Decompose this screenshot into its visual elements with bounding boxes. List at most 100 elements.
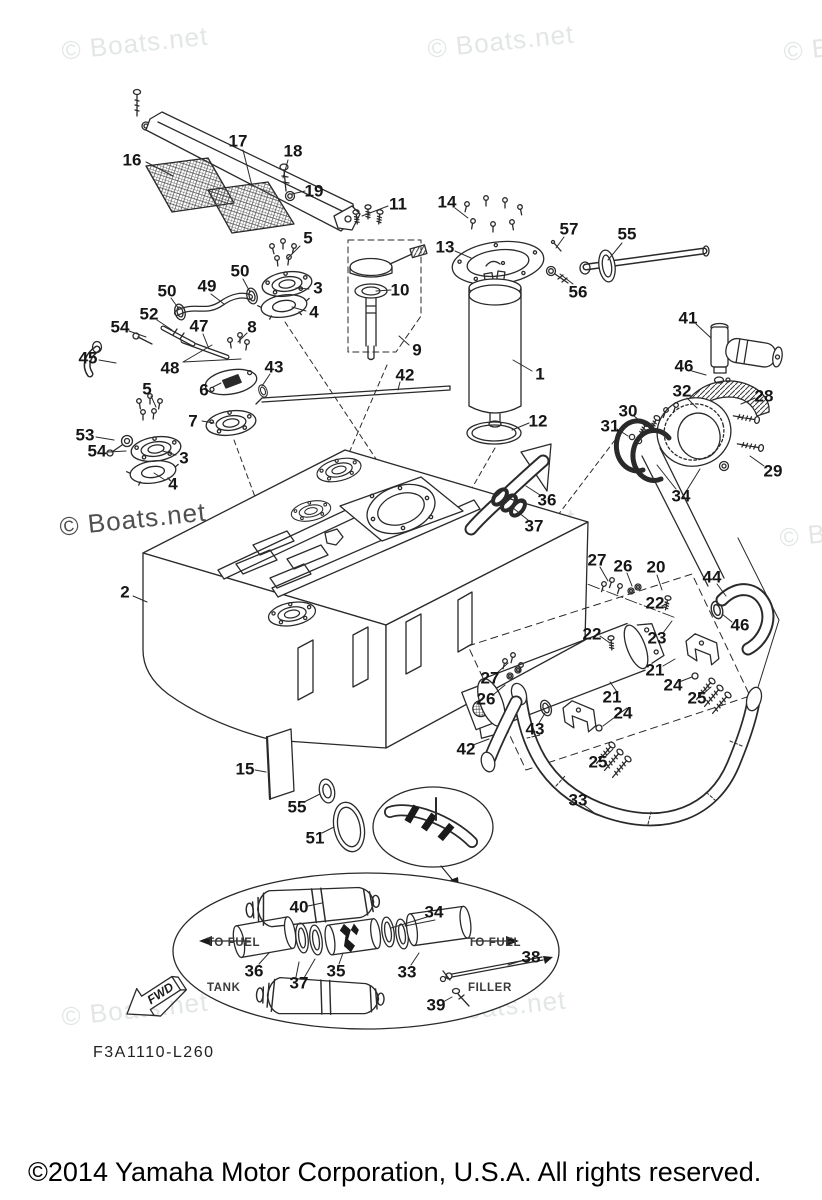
part-callout-9: 9 — [412, 340, 422, 360]
part-callout-51: 51 — [305, 828, 325, 848]
part-callout-43: 43 — [525, 719, 545, 739]
reference-dashed-lines — [233, 321, 616, 606]
part-callout-1: 1 — [535, 364, 545, 384]
part-callout-52: 52 — [139, 304, 159, 324]
part-callout-34: 34 — [424, 902, 444, 922]
part-callout-43: 43 — [264, 357, 284, 377]
part-callout-22: 22 — [582, 624, 602, 644]
to-fuel-tank-line2: TANK — [207, 982, 241, 994]
part-callout-40: 40 — [289, 897, 309, 917]
fwd-arrow: FWD — [126, 975, 188, 1017]
part-callout-30: 30 — [618, 401, 638, 421]
part-callout-5: 5 — [303, 228, 313, 248]
part-callout-56: 56 — [568, 282, 588, 302]
to-fuel-filler-line1: TO FUEL — [468, 937, 522, 949]
fuel-hose-drawing — [318, 682, 763, 853]
rollover-valve-drawing — [710, 322, 783, 384]
outlet-joint-drawing — [613, 380, 770, 483]
part-callout-12: 12 — [528, 411, 548, 431]
part-callout-10: 10 — [390, 280, 410, 300]
part-callout-32: 32 — [672, 381, 692, 401]
part-callout-27: 27 — [587, 550, 607, 570]
part-callout-37: 37 — [289, 973, 309, 993]
tank-sticker-drawing — [265, 728, 295, 801]
part-callout-26: 26 — [476, 689, 496, 709]
part-callout-42: 42 — [395, 365, 415, 385]
part-callout-4: 4 — [168, 474, 178, 494]
part-callout-3: 3 — [179, 448, 189, 468]
part-callout-18: 18 — [283, 141, 303, 161]
breather-pipe-drawing — [255, 383, 451, 405]
part-callout-19: 19 — [304, 181, 324, 201]
part-callout-54: 54 — [110, 317, 130, 337]
copyright-footer: ©2014 Yamaha Motor Corporation, U.S.A. A… — [28, 1157, 762, 1187]
part-callout-55: 55 — [617, 224, 637, 244]
diagram-code: F3A1110-L260 — [93, 1044, 215, 1061]
part-callout-45: 45 — [78, 348, 98, 368]
part-callout-11: 11 — [389, 194, 407, 214]
tank-strap-drawing — [132, 88, 361, 234]
part-callout-55: 55 — [287, 797, 307, 817]
part-callout-46: 46 — [730, 615, 750, 635]
part-callout-13: 13 — [435, 237, 455, 257]
part-callout-37: 37 — [524, 516, 544, 536]
part-callout-48: 48 — [160, 358, 180, 378]
part-callout-33: 33 — [568, 790, 588, 810]
part-callout-42: 42 — [456, 739, 476, 759]
part-callout-15: 15 — [235, 759, 255, 779]
part-callout-24: 24 — [663, 675, 683, 695]
part-callout-28: 28 — [754, 386, 774, 406]
part-callout-57: 57 — [559, 219, 579, 239]
part-callout-54: 54 — [87, 441, 107, 461]
pivot-pin-drawing — [545, 239, 710, 284]
detail-oval-drawing — [172, 872, 560, 1030]
part-callout-2: 2 — [120, 582, 130, 602]
part-callout-49: 49 — [197, 276, 217, 296]
part-callout-26: 26 — [613, 556, 633, 576]
fuel-filter-drawing — [466, 260, 522, 445]
flange-fitting-drawings — [83, 238, 315, 488]
to-fuel-filler-label: TO FUEL FILLER — [468, 906, 521, 1026]
part-callout-29: 29 — [763, 461, 783, 481]
part-callout-47: 47 — [189, 316, 209, 336]
part-callout-21: 21 — [602, 687, 622, 707]
part-callout-41: 41 — [678, 308, 698, 328]
part-callout-50: 50 — [157, 281, 177, 301]
part-callout-6: 6 — [199, 380, 209, 400]
leader-lines — [95, 149, 765, 1003]
tank-elbow-drawing — [464, 443, 552, 536]
part-callout-17: 17 — [228, 131, 248, 151]
part-callout-22: 22 — [645, 593, 665, 613]
part-callout-35: 35 — [326, 961, 346, 981]
part-callout-24: 24 — [613, 703, 633, 723]
part-callout-21: 21 — [645, 660, 665, 680]
part-callout-27: 27 — [480, 668, 500, 688]
part-callout-4: 4 — [309, 302, 319, 322]
part-callout-50: 50 — [230, 261, 250, 281]
part-callout-31: 31 — [600, 416, 620, 436]
part-callout-44: 44 — [702, 567, 722, 587]
part-callout-23: 23 — [647, 628, 667, 648]
pump-unit-drawing — [461, 447, 780, 781]
fuel-tank-drawing — [142, 449, 589, 749]
fuel-sender-drawing — [347, 204, 428, 361]
magnifier-callout-drawing — [372, 786, 494, 887]
part-callout-36: 36 — [537, 490, 557, 510]
part-callout-46: 46 — [674, 356, 694, 376]
part-callout-3: 3 — [313, 278, 323, 298]
part-callout-5: 5 — [142, 379, 152, 399]
part-callout-53: 53 — [75, 425, 95, 445]
part-callout-36: 36 — [244, 961, 264, 981]
part-callout-38: 38 — [521, 947, 541, 967]
part-callout-14: 14 — [437, 192, 457, 212]
part-callout-33: 33 — [397, 962, 417, 982]
part-callout-39: 39 — [426, 995, 446, 1015]
to-fuel-tank-line1: TO FUEL — [207, 937, 261, 949]
part-callout-8: 8 — [247, 317, 257, 337]
part-callout-34: 34 — [671, 486, 691, 506]
part-callout-25: 25 — [588, 752, 608, 772]
part-callout-16: 16 — [122, 150, 142, 170]
part-callout-7: 7 — [188, 411, 198, 431]
